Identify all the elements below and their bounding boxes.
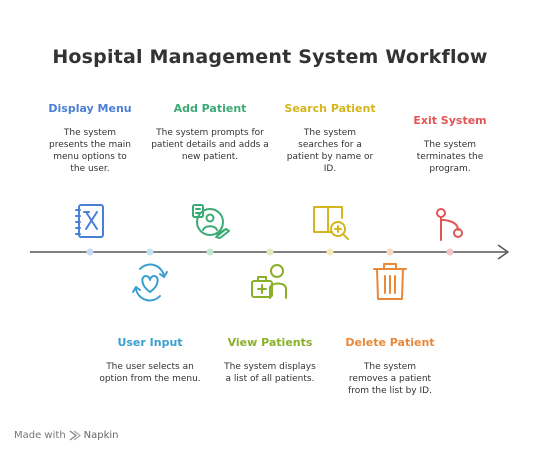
step-description: The system searches for a patient by nam… — [286, 128, 374, 174]
exit-branch-icon — [436, 208, 463, 241]
step-display-menu: Display Menu The system presents the mai… — [30, 102, 150, 175]
step-description: The user selects an option from the menu… — [99, 362, 201, 384]
step-label: Add Patient — [173, 102, 247, 115]
step-label: Search Patient — [284, 102, 376, 115]
timeline-dot — [446, 248, 454, 256]
step-exit-system: Exit System The system terminates the pr… — [390, 114, 510, 175]
step-label: Delete Patient — [345, 336, 435, 349]
step-add-patient: Add Patient The system prompts for patie… — [150, 102, 270, 163]
timeline-dot — [266, 248, 274, 256]
step-description: The system removes a patient from the li… — [348, 362, 432, 396]
timeline-dot — [86, 248, 94, 256]
medical-kit-person-icon — [251, 264, 287, 299]
search-book-icon — [313, 206, 349, 240]
step-description: The system terminates the program. — [416, 140, 484, 174]
timeline-arrowhead — [497, 244, 509, 260]
step-label: User Input — [117, 336, 183, 349]
napkin-brand-text: Napkin — [83, 430, 119, 441]
step-description: The system prompts for patient details a… — [151, 128, 269, 162]
step-label: Exit System — [413, 114, 487, 127]
timeline-dot — [386, 248, 394, 256]
step-description: The system presents the main menu option… — [49, 128, 131, 174]
made-with-text: Made with — [14, 430, 66, 441]
footer-watermark: Made with Napkin — [14, 430, 119, 441]
add-patient-icon — [192, 204, 230, 239]
step-view-patients: View Patients The system displays a list… — [210, 336, 330, 385]
trash-can-icon — [373, 263, 407, 300]
step-search-patient: Search Patient The system searches for a… — [270, 102, 390, 175]
step-description: The system displays a list of all patien… — [224, 362, 316, 384]
timeline-dot — [326, 248, 334, 256]
step-label: Display Menu — [48, 102, 132, 115]
step-delete-patient: Delete Patient The system removes a pati… — [330, 336, 450, 397]
step-label: View Patients — [227, 336, 313, 349]
step-user-input: User Input The user selects an option fr… — [90, 336, 210, 385]
timeline-dot — [206, 248, 214, 256]
diagram-title: Hospital Management System Workflow — [52, 46, 488, 68]
timeline-dot — [146, 248, 154, 256]
napkin-logo-icon — [69, 430, 81, 441]
heart-cycle-icon — [132, 263, 168, 302]
menu-book-icon — [75, 204, 104, 238]
